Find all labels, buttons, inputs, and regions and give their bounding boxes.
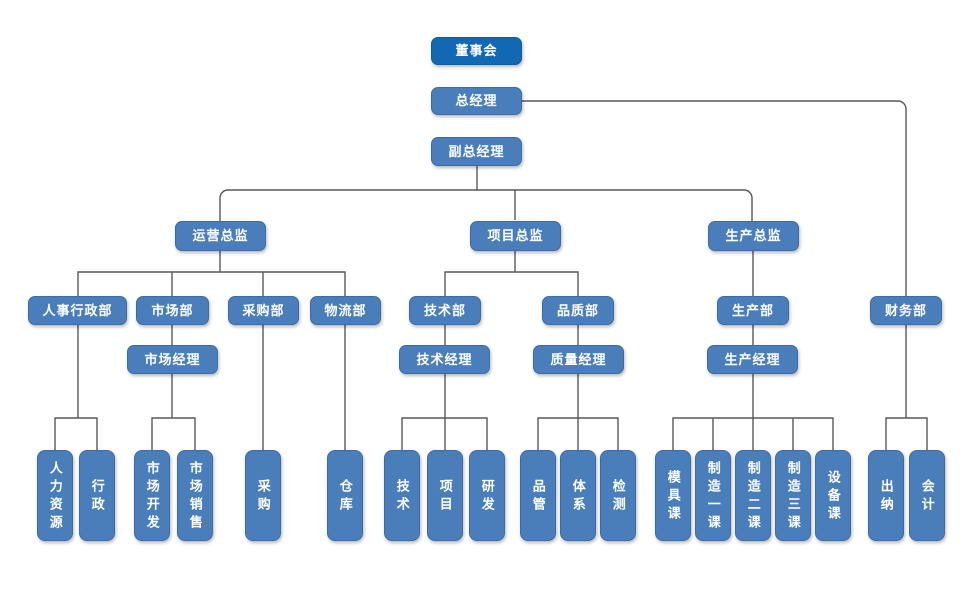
node-logistics-dept[interactable]: 物流部 xyxy=(310,296,381,325)
node-marketing-dept[interactable]: 市场部 xyxy=(136,296,209,325)
node-label: 研发 xyxy=(479,478,495,515)
node-research-development[interactable]: 研发 xyxy=(469,450,505,541)
node-label: 制造二课 xyxy=(745,460,761,533)
node-purchasing-dept[interactable]: 采购部 xyxy=(228,296,299,325)
node-accounting[interactable]: 会计 xyxy=(909,450,945,541)
node-label: 总经理 xyxy=(455,93,498,109)
node-label: 技术经理 xyxy=(416,351,473,367)
line-marketmgr-bus xyxy=(151,417,196,450)
node-label: 人力资源 xyxy=(47,460,63,533)
line-qualitymgr-bus xyxy=(537,417,619,450)
node-inspection[interactable]: 检测 xyxy=(600,450,636,541)
node-manufacturing-1[interactable]: 制造一课 xyxy=(695,450,731,541)
node-marketing-manager[interactable]: 市场经理 xyxy=(127,345,218,374)
node-manufacturing-3[interactable]: 制造三课 xyxy=(775,450,811,541)
line-opsdir-bus xyxy=(77,271,346,296)
node-label: 体系 xyxy=(570,478,586,515)
line-projdir-bus xyxy=(444,271,579,296)
node-technology-manager[interactable]: 技术经理 xyxy=(399,345,490,374)
node-market-development[interactable]: 市场开发 xyxy=(134,450,170,541)
node-label: 人事行政部 xyxy=(42,302,113,318)
node-human-resources[interactable]: 人力资源 xyxy=(37,450,73,541)
node-label: 制造三课 xyxy=(785,460,801,533)
node-label: 生产部 xyxy=(731,302,774,318)
line-techmgr-bus xyxy=(401,417,488,450)
node-technology[interactable]: 技术 xyxy=(384,450,420,541)
node-label: 市场部 xyxy=(151,302,194,318)
node-label: 设备课 xyxy=(825,469,841,524)
node-finance-dept[interactable]: 财务部 xyxy=(870,296,942,325)
node-equipment-section[interactable]: 设备课 xyxy=(815,450,851,541)
node-label: 技术部 xyxy=(423,302,466,318)
node-quality-dept[interactable]: 品质部 xyxy=(542,296,614,325)
node-label: 品质部 xyxy=(556,302,599,318)
node-label: 会计 xyxy=(919,478,935,515)
node-ops-director[interactable]: 运营总监 xyxy=(175,221,266,251)
node-quality-manager[interactable]: 质量经理 xyxy=(533,345,624,374)
node-label: 生产总监 xyxy=(725,228,782,244)
node-production-manager[interactable]: 生产经理 xyxy=(707,345,798,374)
node-label: 财务部 xyxy=(884,302,927,318)
node-label: 项目总监 xyxy=(487,228,544,244)
node-market-sales[interactable]: 市场销售 xyxy=(177,450,213,541)
node-label: 检测 xyxy=(610,478,626,515)
node-label: 技术 xyxy=(394,478,410,515)
node-hr-admin-dept[interactable]: 人事行政部 xyxy=(28,296,127,325)
node-label: 副总经理 xyxy=(448,143,505,159)
line-prodmgr-bus xyxy=(672,417,834,450)
node-label: 制造一课 xyxy=(705,460,721,533)
node-deputy-general-manager[interactable]: 副总经理 xyxy=(431,137,522,166)
node-label: 董事会 xyxy=(455,43,498,59)
node-label: 采购 xyxy=(255,478,271,515)
line-hr-bus xyxy=(54,417,98,450)
node-label: 行政 xyxy=(89,478,105,515)
node-label: 模具课 xyxy=(665,469,681,524)
node-label: 项目 xyxy=(437,478,453,515)
node-project-director[interactable]: 项目总监 xyxy=(470,221,561,251)
node-technology-dept[interactable]: 技术部 xyxy=(409,296,481,325)
node-system[interactable]: 体系 xyxy=(560,450,596,541)
node-cashier[interactable]: 出纳 xyxy=(868,450,904,541)
node-administration[interactable]: 行政 xyxy=(79,450,115,541)
line-finance-bus xyxy=(885,417,928,450)
node-label: 出纳 xyxy=(878,478,894,515)
node-manufacturing-2[interactable]: 制造二课 xyxy=(735,450,771,541)
node-board[interactable]: 董事会 xyxy=(431,37,522,65)
node-label: 生产经理 xyxy=(724,351,781,367)
node-label: 市场开发 xyxy=(144,460,160,533)
node-label: 质量经理 xyxy=(550,351,607,367)
node-mold-section[interactable]: 模具课 xyxy=(655,450,691,541)
node-purchasing[interactable]: 采购 xyxy=(245,450,281,541)
node-production-dept[interactable]: 生产部 xyxy=(717,296,789,325)
node-general-manager[interactable]: 总经理 xyxy=(431,87,522,115)
node-label: 仓库 xyxy=(337,478,353,515)
line-gm-to-finance xyxy=(521,100,907,297)
node-label: 市场销售 xyxy=(187,460,203,533)
node-production-director[interactable]: 生产总监 xyxy=(708,221,799,251)
node-label: 市场经理 xyxy=(144,351,201,367)
node-label: 采购部 xyxy=(242,302,285,318)
node-project[interactable]: 项目 xyxy=(427,450,463,541)
node-quality-control[interactable]: 品管 xyxy=(520,450,556,541)
node-label: 物流部 xyxy=(324,302,367,318)
node-label: 品管 xyxy=(530,478,546,515)
node-warehouse[interactable]: 仓库 xyxy=(327,450,363,541)
node-label: 运营总监 xyxy=(192,228,249,244)
